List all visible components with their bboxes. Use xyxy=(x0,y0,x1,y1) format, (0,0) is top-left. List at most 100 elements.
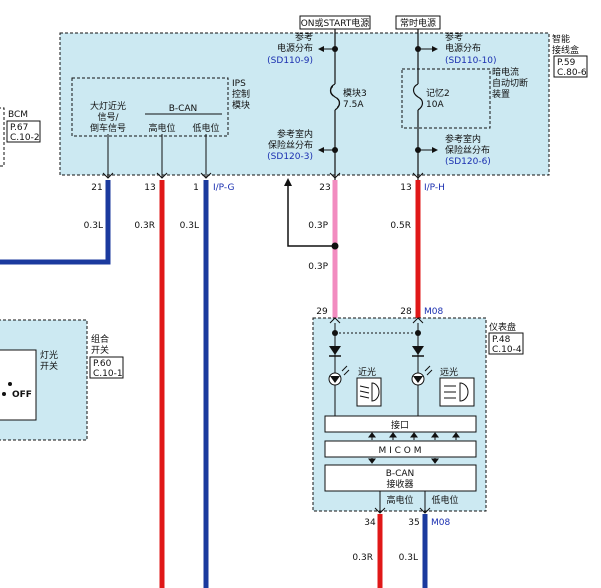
junction-box-ref-page: P.59 xyxy=(557,58,576,68)
fd-ref-left-l2: 保险丝分布 xyxy=(268,139,313,151)
connector-iph: I/P-H xyxy=(424,183,445,193)
cluster-high-label: 高电位 xyxy=(386,494,413,506)
pin-21-chevron xyxy=(102,172,114,179)
bcan-receiver-l2: 接收器 xyxy=(386,478,413,490)
pin-35: 35 xyxy=(408,518,419,528)
wire-label-w2: 0.3R xyxy=(134,221,155,231)
fuse-left-name: 模块3 xyxy=(343,87,367,99)
wire-label-w6: 0.3P xyxy=(308,262,328,272)
fd-ref-right-link[interactable]: (SD120-6) xyxy=(445,157,491,167)
wire-21-blue xyxy=(0,180,111,265)
cluster-ref-code: C.10-4 xyxy=(492,345,522,355)
bcan-receiver-box xyxy=(324,464,477,492)
pd-ref-right-l2: 电源分布 xyxy=(445,42,481,54)
wire-label-w4: 0.3P xyxy=(308,221,328,231)
interface-box xyxy=(324,415,477,433)
fuse-left-curve xyxy=(329,83,341,111)
led-high-beam-ray1 xyxy=(424,365,431,372)
pd-ref-right-link[interactable]: (SD110-10) xyxy=(445,56,497,66)
ips-module-box xyxy=(71,77,229,137)
fuse-left-rating: 7.5A xyxy=(343,100,364,110)
wire-label-w8: 0.3L xyxy=(399,553,418,563)
cluster-name: 仪表盘 xyxy=(489,321,516,333)
pin-1-chevron xyxy=(200,172,212,179)
branch-line xyxy=(287,184,335,247)
combo-switch-ref-box xyxy=(89,356,124,379)
switch-contact-top xyxy=(8,382,12,386)
bcm-ref-code: C.10-2 xyxy=(10,133,40,143)
wire-label-w3: 0.3L xyxy=(180,221,199,231)
fd-ref-left-l1: 参考室内 xyxy=(277,128,313,140)
fuse-right-name: 记忆2 xyxy=(426,87,450,99)
ips-label-l2: 控制 xyxy=(232,88,250,100)
interface-label: 接口 xyxy=(391,419,409,431)
junction-box-ref-code: C.80-6 xyxy=(557,68,587,78)
always-on-power-label: 常时电源 xyxy=(400,17,436,29)
pin-34: 34 xyxy=(364,518,376,528)
fuse-right-rating: 10A xyxy=(426,100,444,110)
cluster-low-label: 低电位 xyxy=(431,494,458,506)
led-high-beam-ray2 xyxy=(426,369,433,376)
led-low-beam-ray2 xyxy=(343,369,350,376)
connector-m08-a: M08 xyxy=(424,307,443,317)
on-start-power-label: ON或START电源 xyxy=(301,17,370,29)
pin-28: 28 xyxy=(400,307,412,317)
led-high-beam-triangle xyxy=(413,376,423,383)
junction-box-ref-box xyxy=(553,55,588,78)
cluster-ref-box xyxy=(488,332,524,355)
light-switch-l2: 开关 xyxy=(40,360,58,372)
dark-current-l2: 自动切断 xyxy=(492,77,528,89)
fd-ref-left-link[interactable]: (SD120-3) xyxy=(267,152,313,162)
fd-ref-right-l2: 保险丝分布 xyxy=(445,144,490,156)
fd-arrow-right-head xyxy=(432,147,438,153)
low-beam-icon-line3 xyxy=(359,395,370,399)
pd-ref-left-l2: 电源分布 xyxy=(277,42,313,54)
cluster-node-high xyxy=(415,330,421,336)
pin-1: 1 xyxy=(193,183,199,193)
fd-arrow-left-head xyxy=(318,147,324,153)
pin-13b: 13 xyxy=(400,183,411,193)
ips-label-l3: 模块 xyxy=(232,99,250,111)
pd-arrow-left-head xyxy=(318,46,324,52)
pin-23: 23 xyxy=(319,183,330,193)
dark-current-box xyxy=(401,68,491,129)
pin-13a-chevron xyxy=(156,172,168,179)
led-low-beam-ray1 xyxy=(341,365,348,372)
pin-13a: 13 xyxy=(144,183,155,193)
led-low-beam-triangle xyxy=(330,376,340,383)
bcm-ref-page: P.67 xyxy=(10,123,28,133)
pin-21: 21 xyxy=(91,183,102,193)
pin-29-chevron xyxy=(329,317,341,324)
low-beam-icon-line1 xyxy=(359,385,370,389)
branch-arrow-head xyxy=(284,178,292,186)
pd-ref-left-l1: 参考 xyxy=(295,31,313,43)
light-switch-box xyxy=(0,349,37,421)
ips-bcan-label: B-CAN xyxy=(169,104,198,114)
pin-13b-chevron xyxy=(412,172,424,179)
micom-box xyxy=(324,440,477,458)
dark-current-l3: 装置 xyxy=(492,88,510,100)
pin-35-chevron xyxy=(419,507,431,514)
wire-label-w1: 0.3L xyxy=(84,221,103,231)
micom-label: M I C O M xyxy=(379,446,422,456)
connector-ipg: I/P-G xyxy=(213,183,234,193)
bcm-ref-box xyxy=(6,120,41,143)
ips-low-label: 低电位 xyxy=(192,122,219,134)
diode-low xyxy=(329,346,341,355)
low-beam-label: 近光 xyxy=(358,366,376,378)
ips-signal-l3: 倒车信号 xyxy=(90,122,126,134)
junction-box-name-l2: 接线盒 xyxy=(552,44,579,56)
connector-m08-b: M08 xyxy=(431,518,450,528)
low-beam-icon-shape xyxy=(371,382,380,402)
pin-23-chevron xyxy=(329,172,341,179)
fuse-right-curve xyxy=(412,83,424,111)
ips-high-label: 高电位 xyxy=(148,122,175,134)
interface-arrows xyxy=(368,432,460,464)
wire-label-w5: 0.5R xyxy=(390,221,411,231)
pd-ref-left-link[interactable]: (SD110-9) xyxy=(267,56,313,66)
pd-arrow-right-head xyxy=(432,46,438,52)
dark-current-l1: 暗电流 xyxy=(492,66,519,78)
bcm-name: BCM xyxy=(8,110,28,120)
pin-29: 29 xyxy=(316,307,328,317)
